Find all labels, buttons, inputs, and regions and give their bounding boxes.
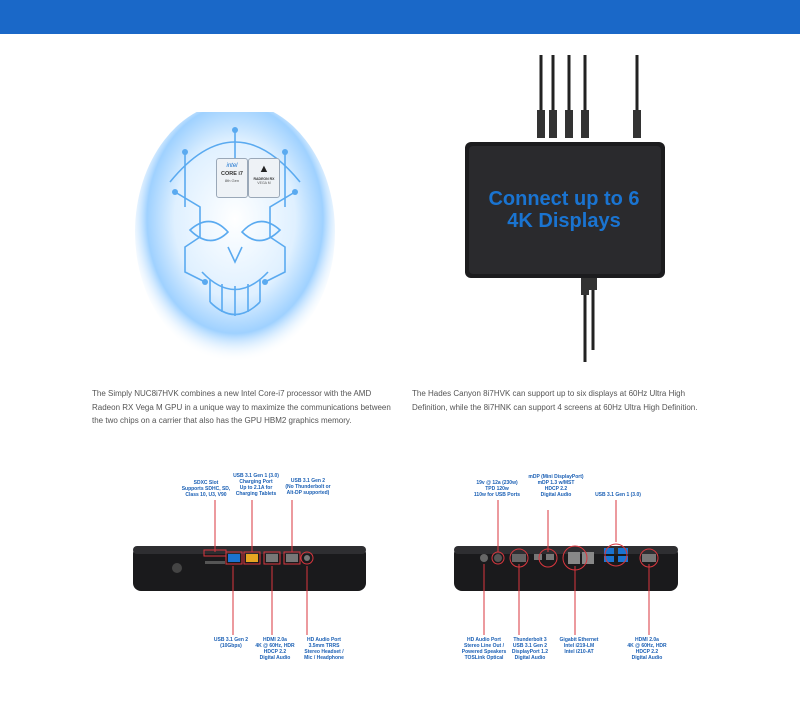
connect-line-2: 4K Displays (507, 210, 621, 232)
connect-line-1: Connect up to 6 (488, 188, 640, 210)
description-left: The Simply NUC8i7HVK combines a new Inte… (92, 389, 391, 425)
skull-graphic (135, 112, 335, 362)
label-audio-front: HD Audio Port 3.5mm TRRS Stereo Headset … (304, 637, 344, 661)
nuc-device-graphic (465, 55, 665, 362)
nuc-top-view-image (455, 50, 675, 370)
label-usb-charging: USB 3.1 Gen 1 (3.0) Charging Port Up to … (233, 473, 279, 497)
label-usb-gen1: USB 3.1 Gen 1 (3.0) (595, 492, 641, 498)
radeon-badge: ▲ RADEON RX VEGA M (248, 158, 280, 198)
header-bar (0, 0, 800, 34)
intel-badge: intel CORE i7 8th Gen (216, 158, 248, 198)
rear-device-graphic (454, 500, 678, 635)
label-sdxc: SDXC Slot Supports SDHC, SD, Class 10, U… (181, 480, 231, 498)
label-power: 19v @ 12a (230w) TPD 120w 110w for USB P… (473, 480, 521, 498)
description-right: The Hades Canyon 8i7HVK can support up t… (412, 389, 698, 412)
intel-core-text: CORE i7 (220, 171, 243, 177)
label-thunderbolt: Thunderbolt 3 USB 3.1 Gen 2 DisplayPort … (511, 637, 549, 661)
label-hdmi-rear: HDMI 2.0a 4K @ 60Hz, HDR HDCP 2.2 Digita… (627, 637, 667, 661)
intel-brand-text: intel (226, 163, 238, 169)
label-usb-gen2: USB 3.1 Gen 2 (No Thunderbolt or Alt-DP … (285, 478, 331, 496)
radeon-logo-icon: ▲ (258, 163, 270, 175)
front-device-graphic (133, 500, 366, 635)
front-ports-diagram (120, 470, 370, 670)
connect-displays-headline: Connect up to 6 4K Displays (466, 188, 662, 232)
skull-glow-illustration (130, 112, 340, 382)
radeon-text: RADEON RX (253, 177, 275, 181)
intel-gen-text: 8th Gen (224, 178, 240, 183)
rear-ports-diagram (440, 470, 700, 670)
label-audio-rear: HD Audio Port Stereo Line Out / Powered … (461, 637, 507, 661)
label-ethernet: Gigabit Ethernet Intel i219-LM Intel i21… (559, 637, 599, 655)
radeon-sub-text: VEGA M (257, 181, 271, 185)
label-usb-10g: USB 3.1 Gen 2 (10Gbps) (213, 637, 249, 649)
label-hdmi-front: HDMI 2.0a 4K @ 60Hz, HDR HDCP 2.2 Digita… (255, 637, 295, 661)
label-mdp: mDP (Mini DisplayPort) mDP 1.3 w/MST HDC… (528, 474, 584, 498)
